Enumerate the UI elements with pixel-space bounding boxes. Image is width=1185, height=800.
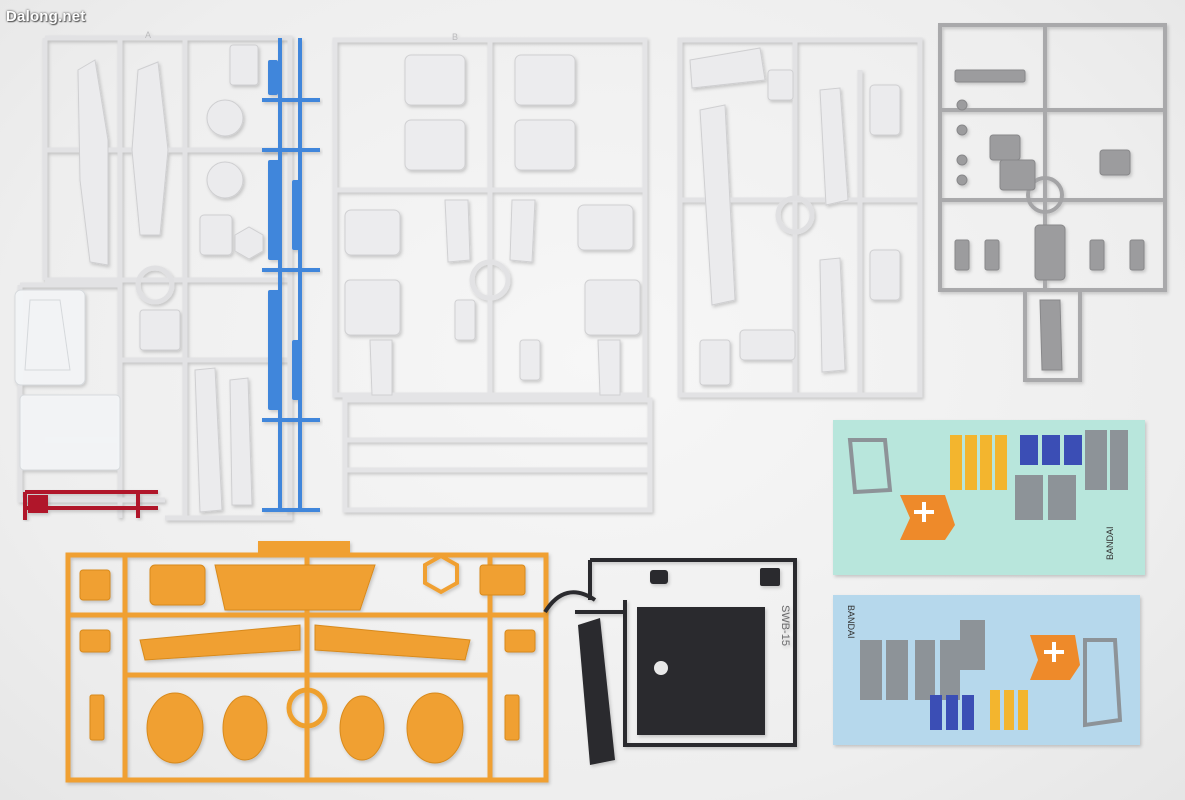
runner-orange [65,541,549,783]
part-small-block [139,309,181,351]
part-long-panel [77,59,109,266]
runner-gray [938,23,1167,382]
runner-b: B [332,32,653,513]
runner-a-hub [135,265,175,305]
runner-a-tag: A [145,30,151,40]
runner-blue [262,38,320,512]
runner-b-tag: B [452,32,458,42]
runner-red [23,490,158,520]
part-small-block [229,44,259,86]
part-long-blade [229,377,253,506]
runner-black: SWB-15 [543,558,797,765]
part-wing-panel [131,61,169,236]
part-hex [234,226,264,260]
runner-a: A [14,30,293,521]
part-round-joint [206,161,244,199]
part-round-joint [206,99,244,137]
clear-parts [14,289,121,471]
part-long-blade [194,367,223,513]
decal-2-brand: BANDAI [846,605,856,639]
decal-sheet-2: BANDAI [833,595,1140,745]
site-watermark: Dalong.net [6,8,86,25]
runner-c [677,37,923,398]
part-block [199,214,233,256]
black-runner-engraving: SWB-15 [779,605,791,646]
decal-1-brand: BANDAI [1105,526,1115,560]
decal-sheet-1: BANDAI [833,420,1145,575]
